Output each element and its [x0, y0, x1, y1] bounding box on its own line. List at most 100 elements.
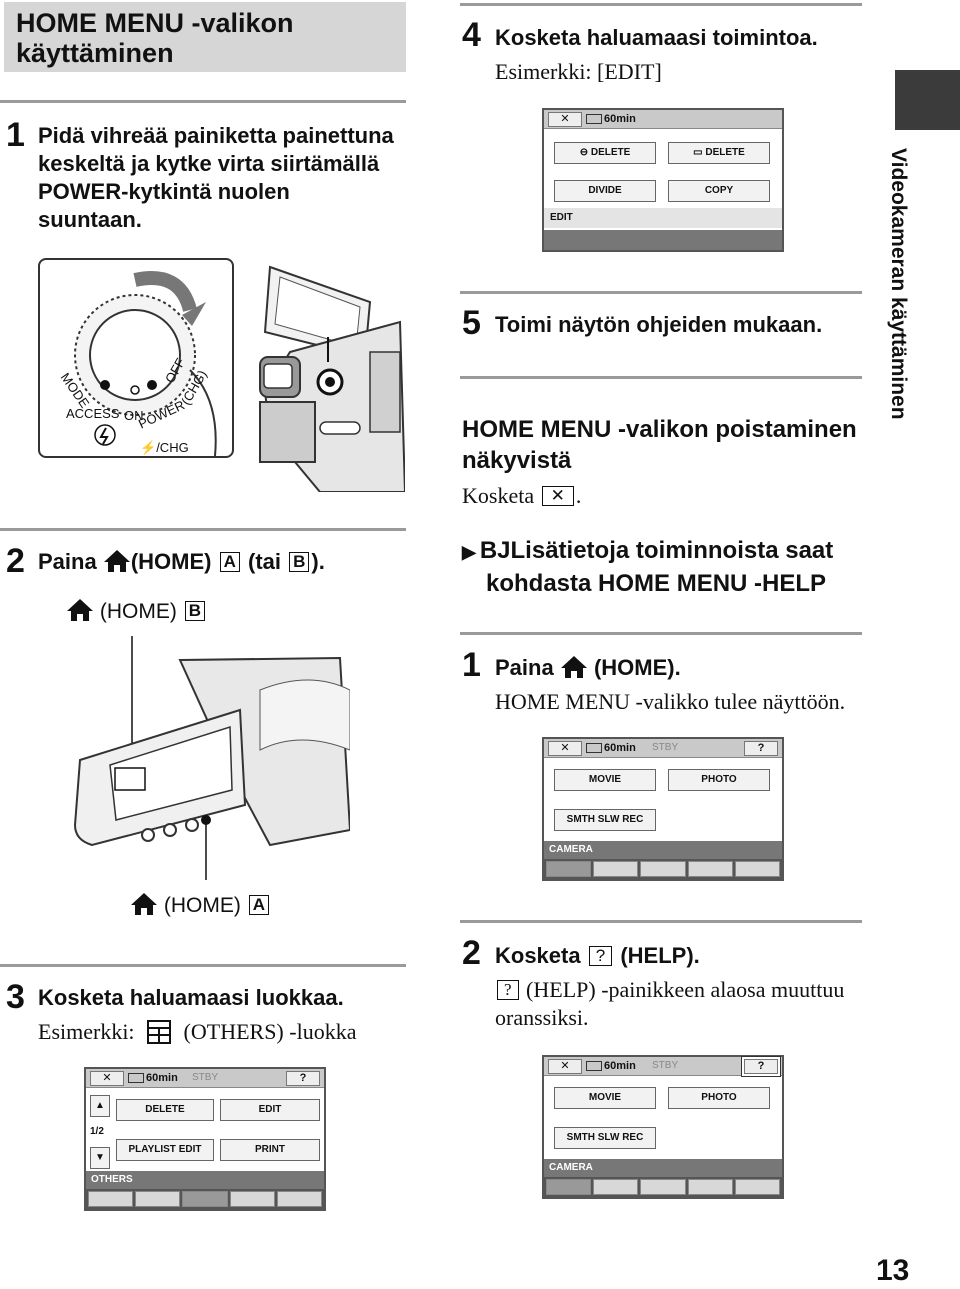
category-tabs [86, 1189, 324, 1209]
tab-camera[interactable] [546, 861, 592, 877]
tab-camera[interactable] [88, 1191, 134, 1207]
battery-icon [128, 1073, 144, 1083]
delete-card-button[interactable]: ▭ DELETE [668, 142, 770, 164]
close-button[interactable]: ✕ [548, 741, 582, 756]
step3-example: Esimerkki: (OTHERS) -luokka [38, 1019, 357, 1044]
close-button[interactable]: ✕ [548, 112, 582, 127]
category-bar: CAMERA [544, 841, 782, 859]
delete-disc-button[interactable]: ⊖ DELETE [554, 142, 656, 164]
photo-button[interactable]: PHOTO [668, 769, 770, 791]
tab-view[interactable] [593, 861, 639, 877]
tab-settings[interactable] [734, 861, 781, 877]
divide-button[interactable]: DIVIDE [554, 180, 656, 202]
movie-button[interactable]: MOVIE [554, 1087, 656, 1109]
power-dial-illustration: MODE OFF (CHG) ACCESS ON POWER ⚡/CHG [38, 258, 234, 458]
step3-head: Kosketa haluamaasi luokkaa. [38, 985, 344, 1010]
page-number: 13 [876, 1254, 910, 1287]
home-button-b-label: (HOME) B [66, 598, 207, 624]
help1-text: Paina (HOME). [495, 655, 681, 680]
status-stby: STBY [192, 1072, 219, 1083]
playlist-edit-button[interactable]: PLAYLIST EDIT [116, 1139, 214, 1161]
home-screen: ✕ 60min STBY ? MOVIE PHOTO SMTH SLW REC … [542, 737, 784, 881]
scroll-down-button[interactable]: ▼ [90, 1147, 110, 1169]
step4-example: Esimerkki: [EDIT] [495, 59, 662, 84]
step5-head: Toimi näytön ohjeiden mukaan. [495, 312, 823, 337]
tab-print[interactable] [687, 1179, 733, 1195]
page-indicator: 1/2 [90, 1126, 104, 1137]
help-box-icon: ? [497, 980, 519, 1000]
tab-print[interactable] [687, 861, 733, 877]
home-button-a-label: (HOME) A [130, 892, 271, 918]
remaining-time: 60min [146, 1072, 178, 1084]
section-title-box: HOME MENU -valikon käyttäminen [4, 2, 406, 72]
close-button[interactable]: ✕ [548, 1059, 582, 1074]
help-box-icon: ? [588, 946, 613, 966]
close-box-icon: ✕ [541, 486, 574, 506]
hide-menu-text: Kosketa ✕. [462, 483, 582, 508]
step1-text: Pidä vihreää painiketta painettuna keske… [38, 123, 394, 232]
close-button[interactable]: ✕ [90, 1071, 124, 1086]
dial-label-access: ACCESS [66, 406, 120, 421]
screen-bottom-bar [544, 230, 782, 250]
step-number: 4 [462, 16, 481, 54]
help-button[interactable]: ? [744, 741, 778, 756]
screen-top-bar: ✕ 60min [544, 110, 782, 129]
camcorder-lcd-illustration [70, 630, 352, 880]
remaining-time: 60min [604, 1060, 636, 1072]
remaining-time: 60min [604, 113, 636, 125]
home-icon [560, 655, 588, 679]
category-bar: CAMERA [544, 1159, 782, 1177]
dial-label-on: ON [124, 408, 144, 423]
tab-print[interactable] [229, 1191, 275, 1207]
tab-settings[interactable] [276, 1191, 323, 1207]
home-icon [130, 892, 158, 916]
tab-view[interactable] [593, 1179, 639, 1195]
movie-button[interactable]: MOVIE [554, 769, 656, 791]
flash-icon: ⚡ [140, 440, 157, 455]
tab-others[interactable] [640, 1179, 686, 1195]
category-tabs [544, 859, 782, 879]
step4-head: Kosketa haluamaasi toimintoa. [495, 25, 818, 50]
screen-top-bar: ✕ 60min STBY ? [86, 1069, 324, 1088]
category-tabs [544, 1177, 782, 1197]
step-number: 3 [6, 978, 25, 1016]
help2-sub: ? (HELP) -painikkeen alaosa muuttuu oran… [495, 977, 845, 1030]
divider [0, 528, 406, 531]
edit-label-strip [544, 208, 782, 228]
step2-text: Paina (HOME) A (tai B). [38, 549, 325, 574]
section-title: HOME MENU -valikon käyttäminen [16, 8, 294, 68]
smooth-slow-rec-button[interactable]: SMTH SLW REC [554, 1127, 656, 1149]
triangle-bullet-icon: ▶ [462, 542, 476, 562]
tab-others[interactable] [640, 861, 686, 877]
tab-others[interactable] [182, 1191, 228, 1207]
step-number: 2 [6, 542, 25, 580]
help1-sub: HOME MENU -valikko tulee näyttöön. [495, 689, 846, 714]
edit-button[interactable]: EDIT [220, 1099, 320, 1121]
tab-settings[interactable] [734, 1179, 781, 1195]
step-number: 1 [6, 116, 25, 154]
step-number: 1 [462, 646, 481, 684]
tab-view[interactable] [135, 1191, 181, 1207]
photo-button[interactable]: PHOTO [668, 1087, 770, 1109]
divider [0, 964, 406, 967]
home-icon [103, 549, 131, 573]
help-button-highlighted[interactable]: ? [744, 1059, 778, 1074]
help-intro: ▶BJLisätietoja toiminnoista saat kohdast… [462, 537, 834, 597]
hide-menu-title: HOME MENU -valikon poistaminen näkyvistä [462, 416, 857, 474]
divider [0, 100, 406, 103]
status-stby: STBY [652, 742, 679, 753]
scroll-up-button[interactable]: ▲ [90, 1095, 110, 1117]
copy-button[interactable]: COPY [668, 180, 770, 202]
divider [460, 376, 862, 379]
dial-label-flash-chg: ⚡/CHG [140, 440, 189, 455]
smooth-slow-rec-button[interactable]: SMTH SLW REC [554, 809, 656, 831]
divider [460, 632, 862, 635]
screen-top-bar: ✕ 60min STBY ? [544, 1057, 782, 1076]
step-number: 5 [462, 304, 481, 342]
home-icon [66, 598, 94, 622]
tab-camera[interactable] [546, 1179, 592, 1195]
print-button[interactable]: PRINT [220, 1139, 320, 1161]
help-button[interactable]: ? [286, 1071, 320, 1086]
help2-text: Kosketa ? (HELP). [495, 943, 700, 968]
delete-button[interactable]: DELETE [116, 1099, 214, 1121]
